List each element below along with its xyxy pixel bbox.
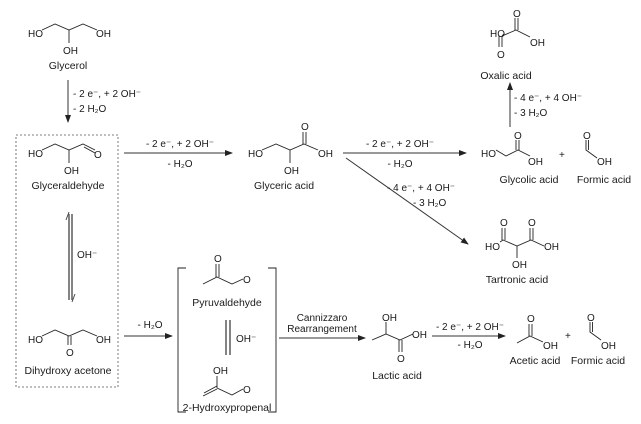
atom-label: OH	[64, 166, 79, 177]
atom-label: OH	[512, 260, 527, 271]
condition-label: - 2 e⁻, + 2 OH⁻	[73, 89, 141, 100]
compound-acetic-acid: O OH Acetic acid	[510, 314, 561, 367]
atom-label: OH	[530, 38, 545, 49]
compound-name: Dihydroxy acetone	[25, 365, 112, 377]
atom-label: O	[94, 150, 102, 161]
arrow-glycolic-to-oxalic: - 4 e⁻, + 4 OH⁻ - 3 H₂O	[507, 82, 582, 127]
atom-label: OH	[382, 313, 397, 324]
atom-label: OH	[284, 166, 299, 177]
equilibrium-pyruvaldehyde-hydroxypropenal: OH⁻	[225, 320, 256, 355]
atom-label: O	[214, 254, 222, 265]
compound-dihydroxy-acetone: HO OH O Dihydroxy acetone	[25, 329, 112, 377]
compound-lactic-acid: OH OH O Lactic acid	[371, 313, 427, 382]
atom-label: O	[514, 131, 522, 142]
compound-name: Oxalic acid	[480, 70, 532, 82]
atom-label: O	[528, 218, 536, 229]
atom-label: HO	[248, 149, 263, 160]
compound-glycerol: HO OH OH Glycerol	[28, 23, 111, 72]
compound-name: Glyceric acid	[254, 180, 314, 192]
compound-2-hydroxypropenal: OH O 2-Hydroxypropenal	[183, 366, 272, 414]
atom-label: O	[243, 275, 251, 286]
compound-name: Acetic acid	[510, 355, 561, 367]
arrow-dha-to-intermediates: - H₂O	[124, 320, 173, 339]
compound-name: 2-Hydroxypropenal	[183, 402, 272, 414]
atom-label: O	[587, 313, 595, 324]
condition-label: - 2 e⁻, + 2 OH⁻	[366, 139, 434, 150]
compound-pyruvaldehyde: O O Pyruvaldehyde	[192, 254, 262, 309]
compound-formic-acid-top: O OH Formic acid	[577, 131, 631, 186]
compound-tartronic-acid: HO O O OH OH Tartronic acid	[485, 218, 559, 286]
compound-name: Glyceraldehyde	[32, 180, 105, 192]
compound-formic-acid-bottom: O OH Formic acid	[571, 313, 625, 367]
condition-label: - 3 H₂O	[413, 198, 447, 209]
bracket-right	[268, 267, 277, 413]
condition-label: - 2 H₂O	[73, 104, 107, 115]
condition-label: Cannizzaro	[297, 313, 348, 324]
atom-label: HO	[485, 242, 500, 253]
condition-label: OH⁻	[236, 334, 256, 345]
arrow-glyceric-to-glycolic: - 2 e⁻, + 2 OH⁻ - H₂O	[343, 139, 467, 170]
condition-label: Rearrangement	[287, 324, 357, 335]
condition-label: - H₂O	[388, 159, 413, 170]
compound-name: Glycolic acid	[500, 174, 559, 186]
arrow-intermediates-to-lactic: Cannizzaro Rearrangement	[279, 313, 366, 341]
atom-label: O	[301, 122, 309, 133]
compound-name: Lactic acid	[372, 370, 422, 382]
atom-label: O	[583, 131, 591, 142]
atom-label: OH	[213, 366, 228, 377]
arrow-glycerol-to-glyceraldehyde: - 2 e⁻, + 2 OH⁻ - 2 H₂O	[65, 80, 141, 123]
atom-label: OH	[96, 29, 111, 40]
atom-label: O	[500, 218, 508, 229]
plus-sign: +	[565, 331, 571, 342]
equilibrium-glyceraldehyde-dha: OH⁻	[65, 211, 97, 303]
atom-label: HO	[28, 29, 43, 40]
atom-label: O	[513, 9, 521, 20]
condition-label: - 4 e⁻, + 4 OH⁻	[387, 183, 455, 194]
atom-label: O	[66, 348, 74, 359]
atom-label: OH	[601, 341, 616, 352]
atom-label: HO	[490, 29, 505, 40]
atom-label: OH	[318, 149, 333, 160]
arrow-glyceraldehyde-to-glyceric: - 2 e⁻, + 2 OH⁻ - H₂O	[124, 139, 233, 170]
condition-label: - 2 e⁻, + 2 OH⁻	[146, 139, 214, 150]
isomer-box	[15, 134, 119, 388]
atom-label: OH	[597, 157, 612, 168]
condition-label: - H₂O	[138, 320, 163, 331]
compound-name: Formic acid	[577, 174, 631, 186]
compound-name: Formic acid	[571, 355, 625, 367]
atom-label: OH	[543, 341, 558, 352]
compound-glyceraldehyde: HO OH O Glyceraldehyde	[28, 143, 105, 192]
condition-label: - H₂O	[458, 340, 483, 351]
bracket-left	[177, 267, 186, 413]
compound-glycolic-acid: HO O OH Glycolic acid	[481, 131, 559, 186]
compound-glyceric-acid: HO OH O OH Glyceric acid	[248, 122, 333, 192]
condition-label: - H₂O	[168, 159, 193, 170]
condition-label: OH⁻	[77, 250, 97, 261]
atom-label: O	[397, 354, 405, 365]
compound-name: Tartronic acid	[486, 274, 549, 286]
atom-label: HO	[28, 149, 43, 160]
atom-label: OH	[544, 242, 559, 253]
atom-label: OH	[528, 157, 543, 168]
compound-name: Glycerol	[49, 60, 88, 72]
atom-label: O	[527, 314, 535, 325]
condition-label: - 3 H₂O	[514, 108, 548, 119]
atom-label: O	[243, 385, 251, 396]
compound-name: Pyruvaldehyde	[192, 297, 262, 309]
atom-label: OH	[412, 330, 427, 341]
atom-label: O	[497, 50, 505, 61]
atom-label: HO	[28, 335, 43, 346]
condition-label: - 4 e⁻, + 4 OH⁻	[514, 93, 582, 104]
plus-sign: +	[559, 150, 565, 161]
arrow-lactic-to-acetic: - 2 e⁻, + 2 OH⁻ - H₂O	[432, 322, 506, 351]
condition-label: - 2 e⁻, + 2 OH⁻	[436, 322, 504, 333]
arrow-glyceric-to-tartronic: - 4 e⁻, + 4 OH⁻ - 3 H₂O	[345, 157, 469, 245]
atom-label: OH	[63, 46, 78, 57]
compound-oxalic-acid: HO O OH O Oxalic acid	[480, 9, 545, 82]
atom-label: HO	[481, 149, 496, 160]
atom-label: OH	[96, 335, 111, 346]
